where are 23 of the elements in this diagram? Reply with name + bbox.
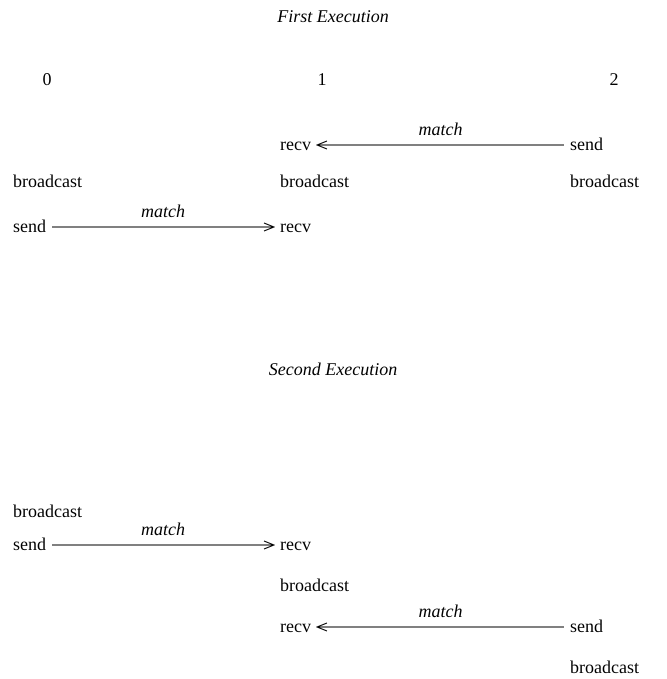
column-number: 2 [610,70,618,90]
heading: Second Execution [268,360,398,380]
operation-label: broadcast [280,172,349,192]
operation-text: recv [274,535,317,555]
operation-label: broadcast [13,502,82,522]
operation-text: send [7,535,52,555]
operation-label: broadcast [570,658,639,678]
operation-text: recv [274,617,317,637]
arrow [316,140,564,150]
operation-label: broadcast [280,576,349,596]
operation-text: recv [274,135,317,155]
arrow [52,540,274,550]
column-number: 1 [318,70,326,90]
operation-text: send [564,135,609,155]
operation-text: send [564,617,609,637]
column-number: 0 [42,70,52,90]
arrow [52,222,274,232]
arrow [316,622,564,632]
operation-label: broadcast [13,172,82,192]
heading: First Execution [277,7,389,27]
operation-text: send [7,217,52,237]
operation-text: recv [274,217,317,237]
operation-label: broadcast [570,172,639,192]
